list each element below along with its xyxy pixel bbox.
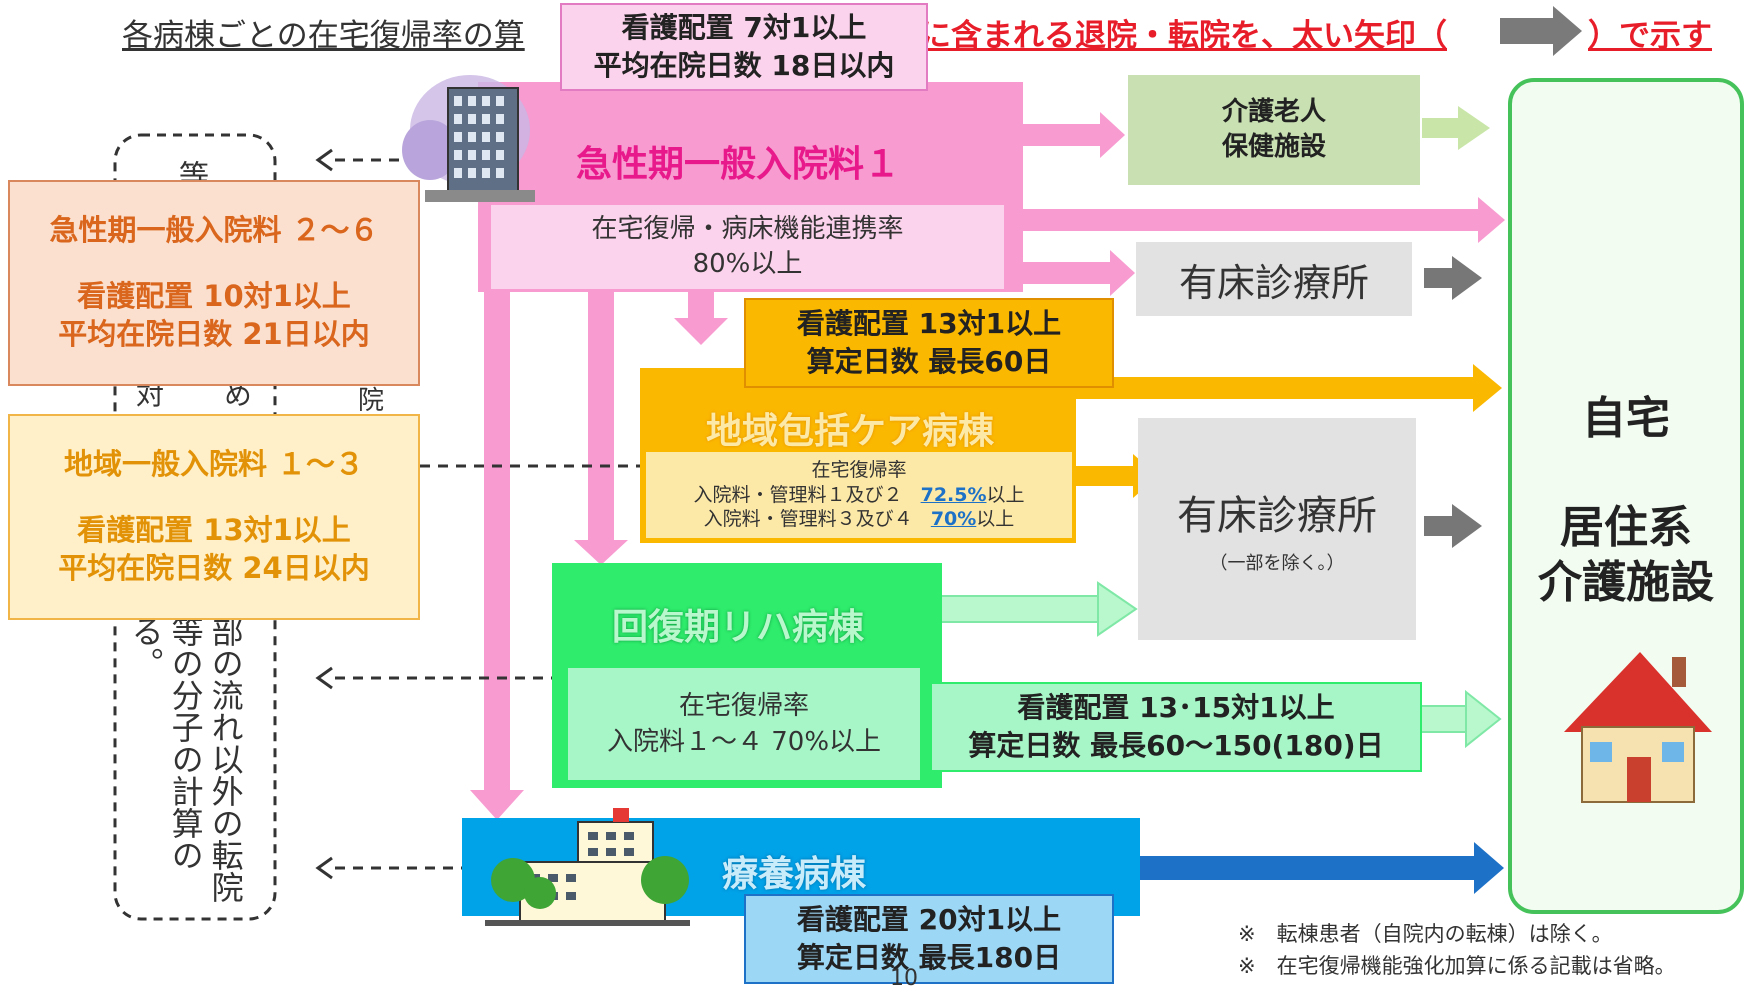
- pink-arrow-to-rehab: [574, 540, 628, 565]
- house-icon: [1564, 652, 1712, 803]
- pink-arrow-to-community: [674, 318, 728, 345]
- clinic-mid-box: 有床診療所 （一部を除く。）: [1138, 418, 1416, 640]
- vertical-col1: る。: [126, 615, 165, 679]
- home-box: 自宅 居住系 介護施設: [1508, 78, 1744, 914]
- page-number: 10: [890, 966, 918, 991]
- pink-arrow-to-clinic: [1110, 250, 1135, 296]
- rehab-rate-box: 在宅復帰率 入院料１～４ 70%以上: [568, 668, 920, 780]
- community-name: 地域包括ケア病棟: [706, 411, 995, 452]
- home-label: 自宅: [1582, 393, 1670, 444]
- community-rate-box: 在宅復帰率 入院料・管理料１及び２ 72.5%以上 入院料・管理料３及び４ 70…: [646, 452, 1072, 538]
- header-title-right: に含まれる退院・転院を、太い矢印（: [920, 18, 1447, 54]
- pink-stem-mid: [588, 270, 614, 545]
- pink-arrow-to-ryouyou: [470, 790, 524, 820]
- acute26-box: 急性期一般入院料 ２～６ 看護配置 10対1以上 平均在院日数 21日以内: [8, 180, 420, 386]
- gray-arrow-clinic2-home: [1452, 504, 1482, 548]
- blue-arrow-to-home: [1474, 842, 1504, 894]
- orange-arrow-to-home: [1473, 364, 1502, 412]
- acute1-top-label: 看護配置 7対1以上 平均在院日数 18日以内: [560, 3, 928, 91]
- green-arrow-to-clinic: [1097, 581, 1138, 637]
- pink-arrow-to-kaigo: [1100, 112, 1125, 158]
- vertical-col2: 等の分子の計算の: [166, 615, 205, 871]
- rehab-name: 回復期リハ病棟: [612, 607, 865, 648]
- green-arrow-to-home: [1465, 689, 1502, 749]
- footnote-1: ※ 転棟患者（自院内の転棟）は除く。: [1238, 922, 1613, 946]
- vertical-fragment-mid3: 院: [358, 386, 385, 416]
- vertical-col3: 部の流れ以外の転院: [206, 615, 245, 903]
- kaigo-facility-box: 介護老人 保健施設: [1128, 75, 1420, 185]
- rehab-side-label: 看護配置 13･15対1以上 算定日数 最長60～150(180)日: [930, 682, 1422, 772]
- dashed-arrow-ryouyou: [315, 856, 333, 880]
- clinic-top-box: 有床診療所: [1136, 242, 1412, 316]
- acute1-name: 急性期一般入院料１: [576, 144, 901, 185]
- community-top-label: 看護配置 13対1以上 算定日数 最長60日: [744, 298, 1114, 388]
- header-title-end: ）で示す: [1588, 18, 1712, 54]
- footnote-2: ※ 在宅復帰機能強化加算に係る記載は省略。: [1238, 954, 1676, 978]
- pink-arrow-to-home: [1478, 197, 1505, 243]
- dashed-arrow-rehab: [315, 666, 333, 690]
- regional-box: 地域一般入院料 １～３ 看護配置 13対1以上 平均在院日数 24日以内: [8, 414, 420, 620]
- ryouyou-label: 看護配置 20対1以上 算定日数 最長180日: [744, 894, 1114, 984]
- gray-arrow-clinic-home: [1452, 256, 1482, 300]
- header-title-left: 各病棟ごとの在宅復帰率の算: [122, 18, 525, 54]
- home-facility-label: 居住系 介護施設: [1538, 502, 1714, 608]
- acute1-rate-box: 在宅復帰・病床機能連携率 80%以上: [491, 205, 1004, 289]
- green-arrow-kaigo-home: [1458, 106, 1490, 150]
- pink-stem-left: [484, 200, 510, 800]
- ryouyou-name: 療養病棟: [722, 854, 867, 895]
- dashed-arrow-acute1: [315, 148, 333, 172]
